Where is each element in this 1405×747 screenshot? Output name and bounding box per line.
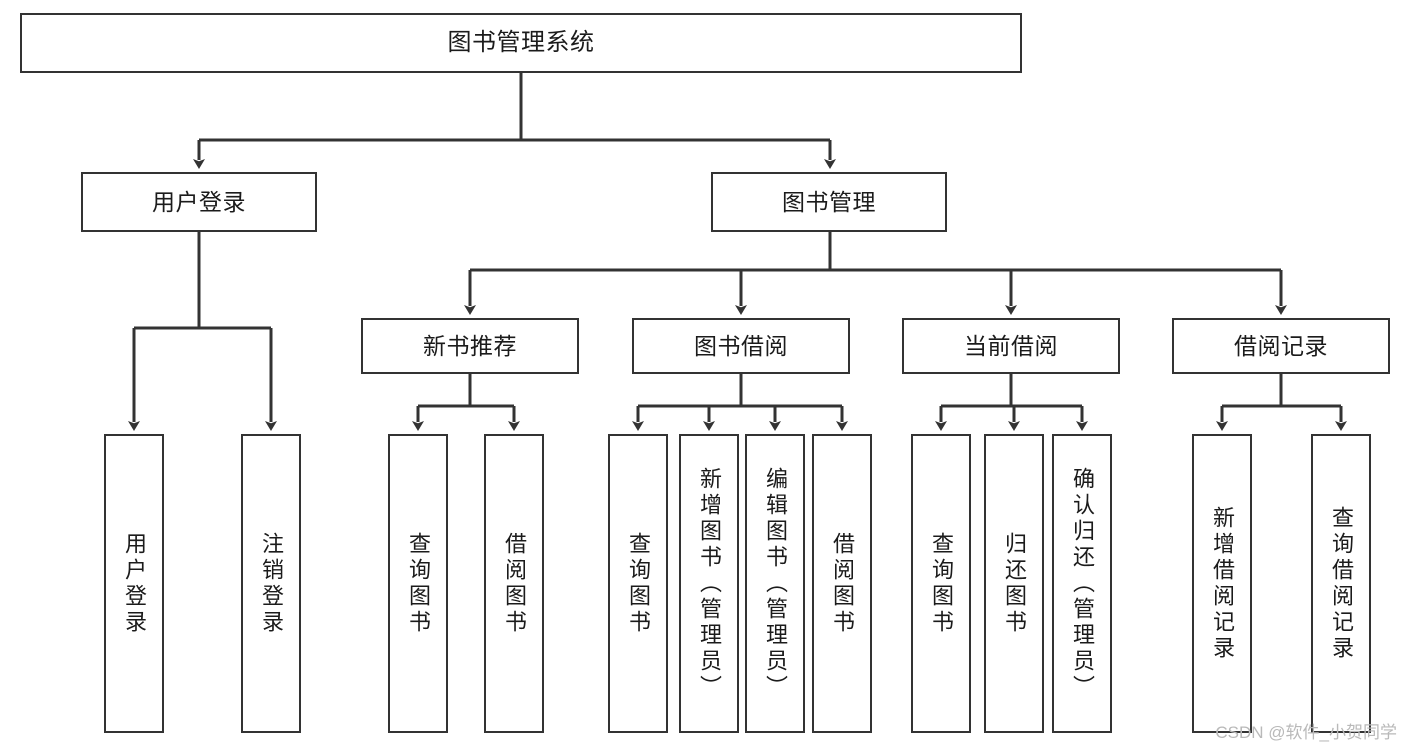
node-leaf-user-login-label: 用户登录 [122, 531, 147, 636]
node-leaf-query-book-1-label: 查询图书 [406, 531, 431, 636]
node-leaf-return-book[interactable]: 归还图书 [984, 434, 1044, 733]
node-leaf-edit-book-admin[interactable]: 编辑图书（管理员） [745, 434, 805, 733]
node-new-book-recommend-label: 新书推荐 [423, 332, 517, 359]
node-user-login[interactable]: 用户登录 [81, 172, 317, 232]
node-borrow-record-label: 借阅记录 [1234, 332, 1328, 359]
node-book-borrow-label: 图书借阅 [694, 332, 788, 359]
node-leaf-add-book-admin-label: 新增图书（管理员） [697, 466, 722, 701]
node-leaf-borrow-book-1[interactable]: 借阅图书 [484, 434, 544, 733]
node-leaf-borrow-book-1-label: 借阅图书 [502, 531, 527, 636]
node-leaf-user-logout-label: 注销登录 [259, 531, 284, 636]
node-leaf-borrow-book-2-label: 借阅图书 [830, 531, 855, 636]
node-leaf-query-book-2-label: 查询图书 [626, 531, 651, 636]
node-leaf-query-book-3-label: 查询图书 [929, 531, 954, 636]
node-leaf-query-book-2[interactable]: 查询图书 [608, 434, 668, 733]
node-new-book-recommend[interactable]: 新书推荐 [361, 318, 579, 374]
csdn-watermark: CSDN @软件_小贺同学 [1215, 723, 1397, 742]
node-leaf-borrow-book-2[interactable]: 借阅图书 [812, 434, 872, 733]
node-root[interactable]: 图书管理系统 [20, 13, 1022, 73]
node-leaf-add-book-admin[interactable]: 新增图书（管理员） [679, 434, 739, 733]
node-current-borrow-label: 当前借阅 [964, 332, 1058, 359]
node-leaf-add-borrow-record[interactable]: 新增借阅记录 [1192, 434, 1252, 733]
node-leaf-return-book-label: 归还图书 [1002, 531, 1027, 636]
node-leaf-edit-book-admin-label: 编辑图书（管理员） [763, 466, 788, 701]
node-book-borrow[interactable]: 图书借阅 [632, 318, 850, 374]
node-root-label: 图书管理系统 [447, 29, 595, 57]
node-book-manage[interactable]: 图书管理 [711, 172, 947, 232]
node-leaf-query-book-1[interactable]: 查询图书 [388, 434, 448, 733]
node-borrow-record[interactable]: 借阅记录 [1172, 318, 1390, 374]
node-leaf-user-login[interactable]: 用户登录 [104, 434, 164, 733]
node-leaf-user-logout[interactable]: 注销登录 [241, 434, 301, 733]
node-leaf-confirm-return[interactable]: 确认归还（管理员） [1052, 434, 1112, 733]
node-book-manage-label: 图书管理 [782, 188, 876, 215]
node-leaf-query-borrow-record[interactable]: 查询借阅记录 [1311, 434, 1371, 733]
node-leaf-add-borrow-record-label: 新增借阅记录 [1210, 505, 1235, 662]
node-user-login-label: 用户登录 [152, 188, 246, 215]
node-leaf-query-borrow-record-label: 查询借阅记录 [1329, 505, 1354, 662]
node-leaf-confirm-return-label: 确认归还（管理员） [1070, 466, 1095, 701]
node-current-borrow[interactable]: 当前借阅 [902, 318, 1120, 374]
node-leaf-query-book-3[interactable]: 查询图书 [911, 434, 971, 733]
